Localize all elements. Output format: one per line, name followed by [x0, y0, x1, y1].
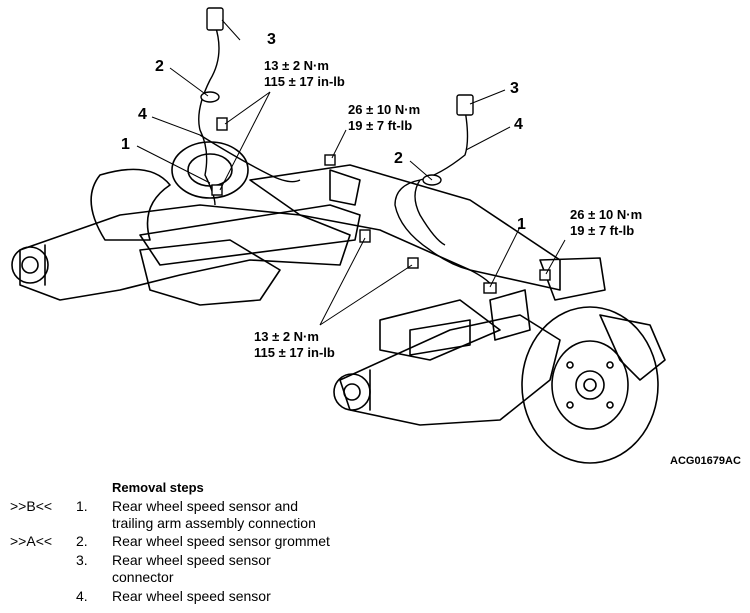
step-text: trailing arm assembly connection [112, 515, 316, 531]
step-text: Rear wheel speed sensor and [112, 498, 299, 514]
brake-disc [521, 306, 659, 464]
step-number: 3. [76, 552, 88, 568]
right-trailing-arm [339, 314, 561, 426]
step-row: >>A<< 2. Rear wheel speed sensor grommet [0, 532, 750, 551]
right-connector [456, 94, 474, 116]
step-row: 3. Rear wheel speed sensor [0, 551, 750, 570]
step-text: Rear wheel speed sensor grommet [112, 533, 330, 549]
callout-2-left: 2 [155, 58, 164, 75]
callout-1-left: 1 [121, 136, 130, 153]
callout-4-left: 4 [138, 106, 147, 123]
lower-bolt [359, 229, 371, 243]
callout-2-right: 2 [394, 150, 403, 167]
step-row: >>B<< 1. Rear wheel speed sensor and [0, 497, 750, 516]
torque-bottom-nm: 13 ± 2 N·m [254, 329, 319, 344]
brake-caliper [599, 314, 666, 381]
step-ref: >>A<< [10, 533, 53, 549]
mid-bolt [324, 154, 336, 166]
step-text: connector [112, 569, 174, 585]
left-trailing-arm [19, 204, 351, 301]
step-number: 4. [76, 588, 88, 604]
step-row: trailing arm assembly connection [0, 514, 750, 533]
removal-steps-title: Removal steps [112, 480, 204, 495]
callout-3-right: 3 [510, 80, 519, 97]
torque-right-nm: 26 ± 10 N·m [570, 207, 643, 222]
right-sensor-wire [394, 109, 496, 291]
torque-mid-nm: 26 ± 10 N·m [348, 102, 421, 117]
lower-bolt-2 [407, 257, 419, 269]
right-bushing [333, 373, 371, 411]
left-sensor-wire [198, 24, 220, 206]
torque-bottom-inlb: 115 ± 17 in-lb [254, 345, 335, 360]
left-bolt [216, 117, 228, 131]
step-number: 1. [76, 498, 88, 514]
step-text: Rear wheel speed sensor [112, 552, 271, 568]
step-text: Rear wheel speed sensor [112, 588, 271, 604]
step-row: connector [0, 568, 750, 587]
callout-1-right: 1 [517, 216, 526, 233]
torque-top-inlb: 115 ± 17 in-lb [264, 74, 345, 89]
torque-top-nm: 13 ± 2 N·m [264, 58, 329, 73]
wheel-hub [575, 370, 605, 400]
figure-id: ACG01679AC [670, 455, 741, 467]
crossmember [249, 164, 561, 291]
step-ref: >>B<< [10, 498, 53, 514]
callout-3-left: 3 [267, 31, 276, 48]
step-number: 2. [76, 533, 88, 549]
rear-suspension-illustration [11, 7, 666, 464]
callout-4-right: 4 [514, 116, 523, 133]
right-bracket [483, 282, 497, 294]
torque-right-ftlb: 19 ± 7 ft-lb [570, 223, 635, 238]
right-bolt [539, 269, 551, 281]
left-grommet [200, 91, 220, 103]
left-connector [206, 7, 224, 31]
left-bushing [11, 246, 49, 284]
torque-mid-ftlb: 19 ± 7 ft-lb [348, 118, 413, 133]
left-bolt-2 [211, 184, 223, 196]
step-row: 4. Rear wheel speed sensor [0, 587, 750, 606]
